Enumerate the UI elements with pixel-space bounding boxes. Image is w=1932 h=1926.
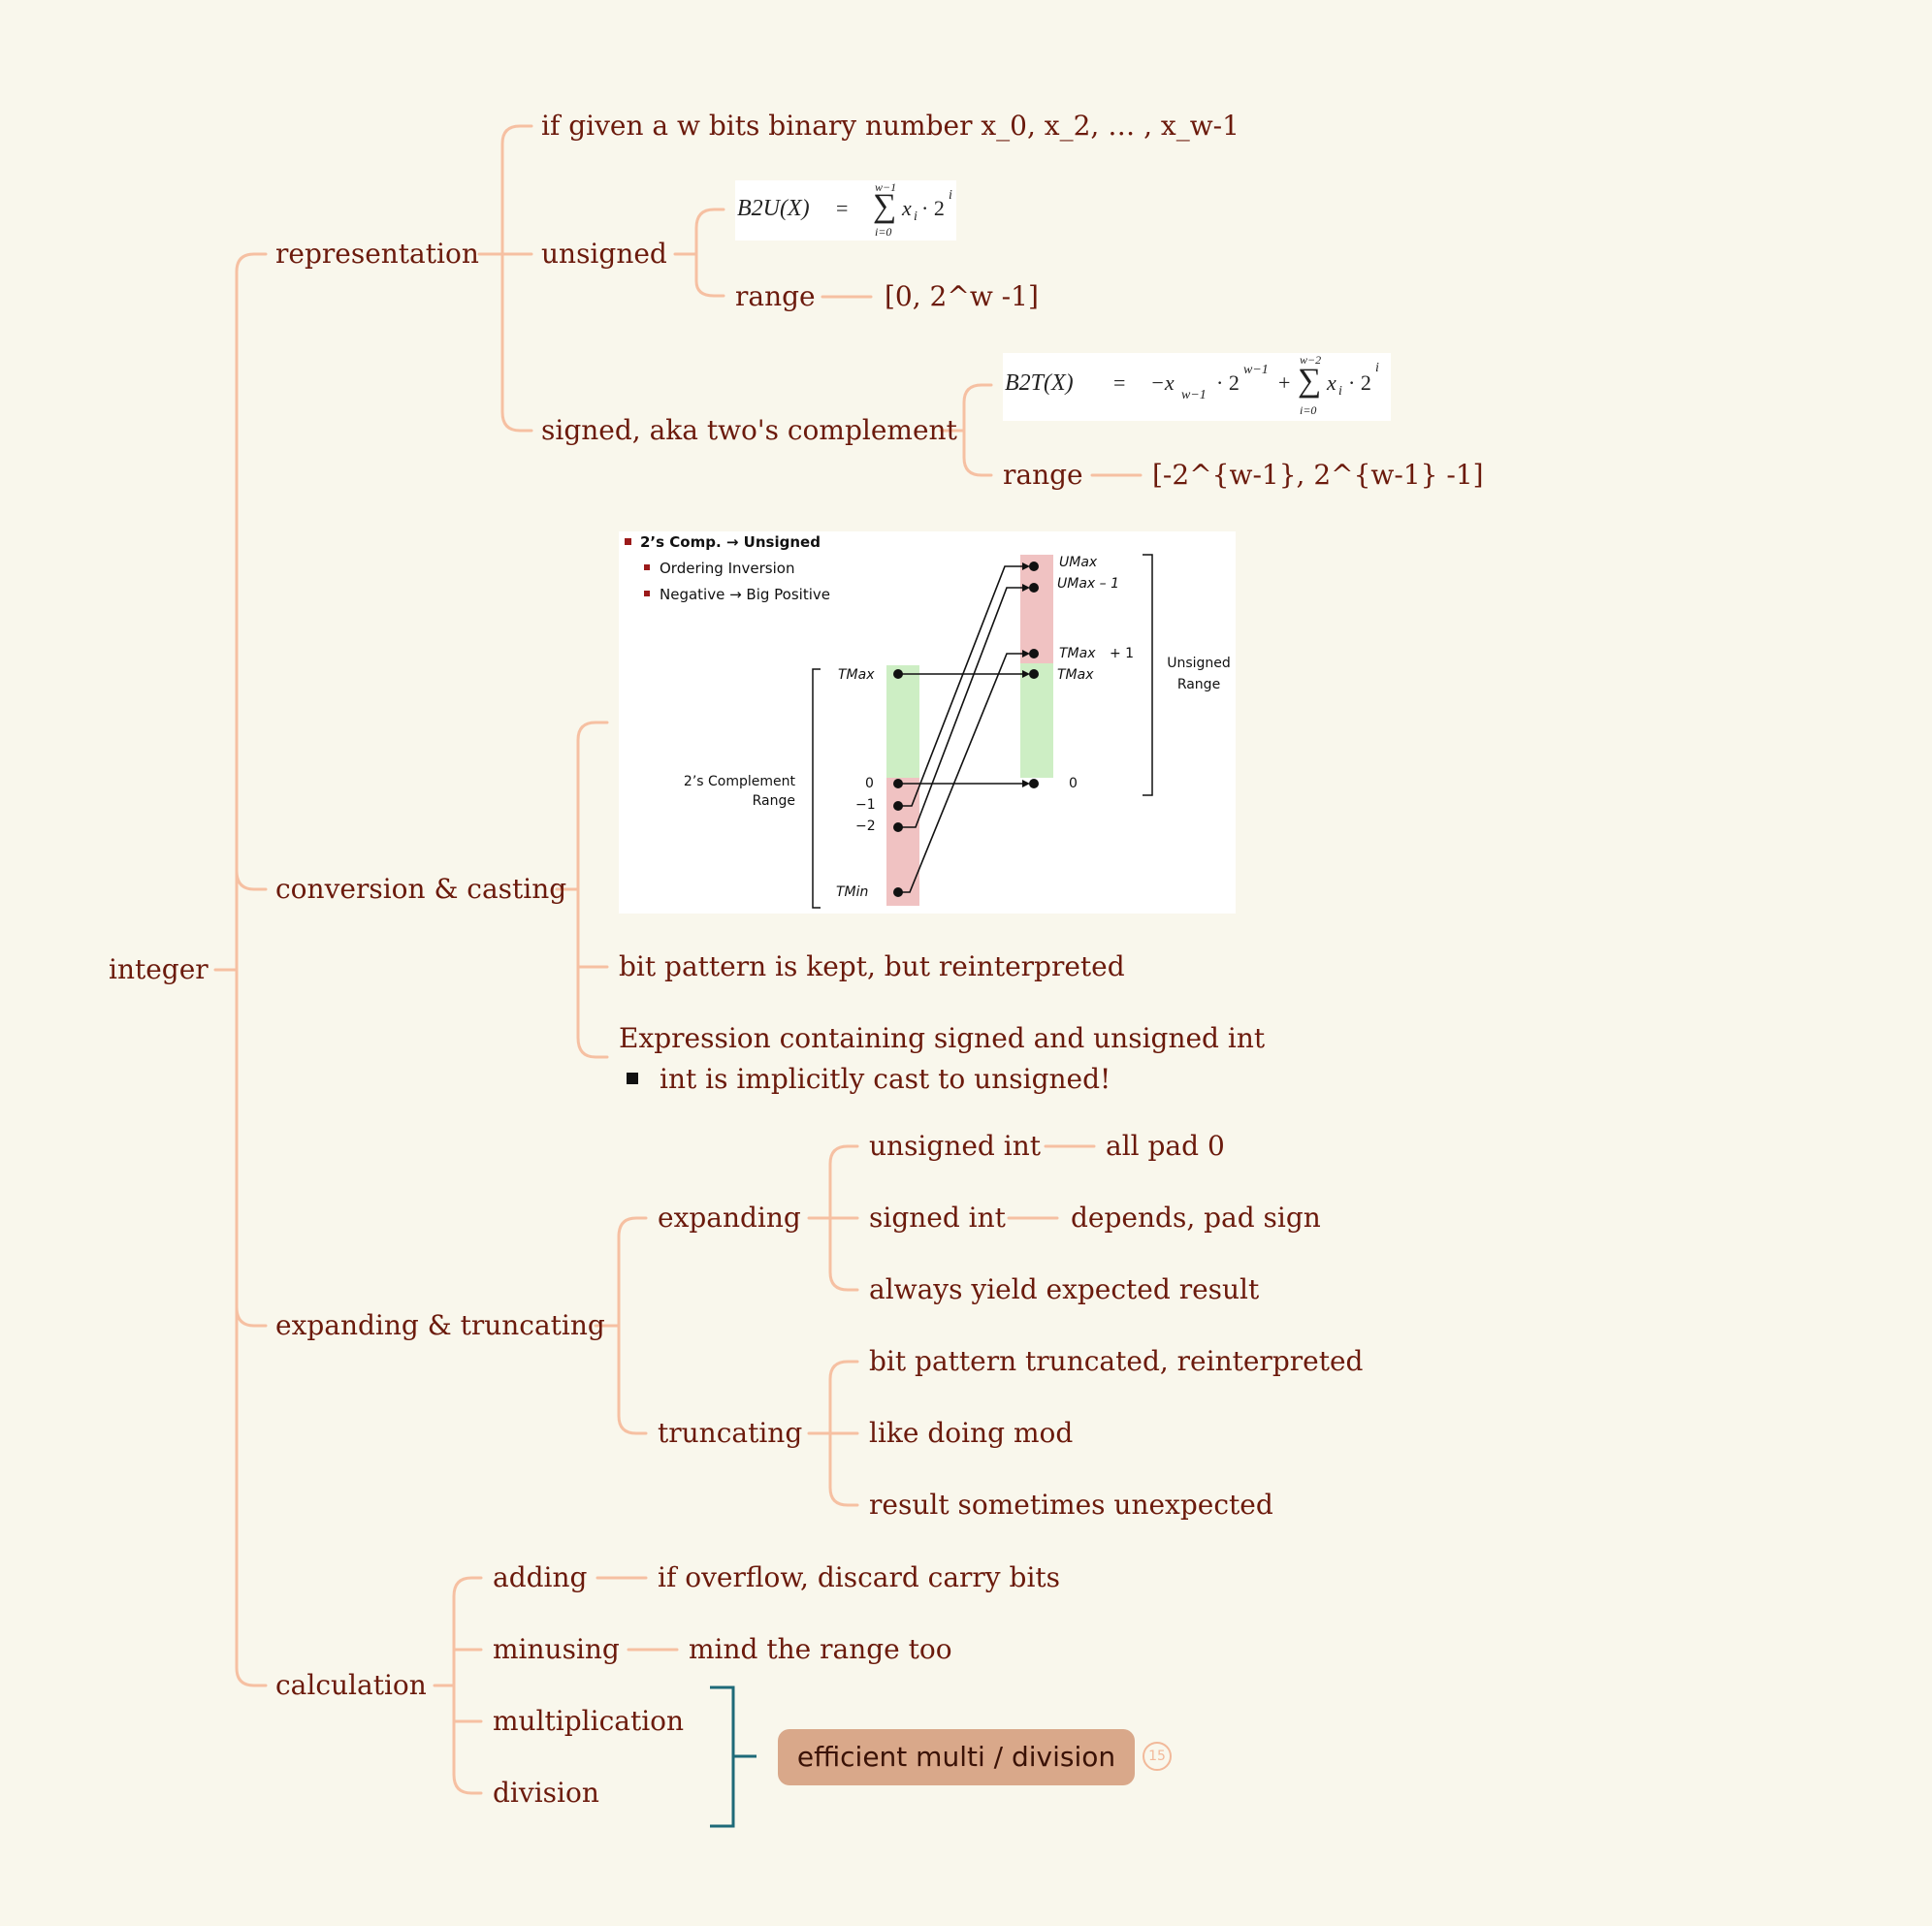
arrow-minus2	[898, 587, 1028, 828]
connector-expanding	[807, 1144, 859, 1292]
node-signed-range[interactable]: range	[1003, 459, 1083, 491]
connector-root	[213, 252, 268, 1687]
node-implicit: int is implicitly cast to unsigned!	[619, 1062, 1111, 1097]
label-zero-left: 0	[865, 776, 874, 791]
node-all-pad-0[interactable]: all pad 0	[1106, 1130, 1225, 1162]
figure-heading: 2’s Comp. → Unsigned	[640, 533, 821, 551]
node-expanding[interactable]: expanding	[658, 1202, 801, 1234]
node-signed-int[interactable]: signed int	[869, 1202, 1006, 1234]
node-expanding-truncating[interactable]: expanding & truncating	[275, 1309, 605, 1341]
collapsed-count-badge[interactable]: 15	[1143, 1742, 1172, 1771]
arrowhead-1	[1022, 562, 1030, 570]
arrow-minus1	[898, 565, 1028, 807]
dot-left-minus1	[893, 801, 903, 811]
left-range-bracket	[812, 668, 821, 909]
connector-unsigned	[673, 208, 725, 298]
conversion-diagram: 2’s Comp. → Unsigned Ordering Inversion …	[619, 531, 1236, 914]
arrowhead-4	[1022, 670, 1030, 678]
node-trunc-item-1[interactable]: bit pattern truncated, reinterpreted	[869, 1345, 1364, 1377]
dot-right-umax-1	[1029, 583, 1039, 593]
connector-signed	[939, 383, 993, 477]
node-unsigned-range[interactable]: range	[735, 280, 816, 312]
sub-bullet-2	[644, 591, 650, 596]
dot-right-umax	[1029, 562, 1039, 571]
label-umax-1: UMax – 1	[1057, 576, 1119, 592]
right-red	[1020, 555, 1053, 663]
node-division[interactable]: division	[493, 1777, 599, 1809]
dot-right-zero	[1029, 779, 1039, 788]
summary-bracket	[710, 1685, 757, 1828]
right-range-bracket	[1143, 554, 1153, 796]
dot-left-tmax	[893, 669, 903, 679]
root-node[interactable]: integer	[109, 953, 209, 985]
arrowhead-5	[1022, 780, 1030, 787]
label-tmax-plus: TMax	[1059, 646, 1096, 661]
label-tmin: TMin	[836, 884, 868, 900]
node-calculation[interactable]: calculation	[275, 1669, 427, 1701]
node-signed-range-value[interactable]: [-2^{w-1}, 2^{w-1} -1]	[1152, 459, 1484, 491]
dot-left-tmin	[893, 887, 903, 897]
sub-bullet-1	[644, 564, 650, 570]
heading-bullet	[625, 538, 631, 545]
node-kept[interactable]: bit pattern is kept, but reinterpreted	[619, 950, 1125, 982]
node-trunc-item-2[interactable]: like doing mod	[869, 1417, 1074, 1449]
figure-bullet-2: Negative → Big Positive	[660, 586, 830, 603]
dot-right-tmax	[1029, 669, 1039, 679]
label-plus-one: + 1	[1110, 646, 1134, 661]
label-minus1: −1	[855, 797, 876, 813]
connector-representation	[477, 124, 533, 433]
node-pad-sign[interactable]: depends, pad sign	[1071, 1202, 1321, 1234]
summary-node[interactable]: efficient multi / division	[778, 1729, 1135, 1785]
label-tmax-left: TMax	[838, 667, 875, 683]
dot-left-minus2	[893, 822, 903, 832]
left-green	[886, 665, 919, 778]
dot-right-tmax-plus	[1029, 649, 1039, 658]
label-minus2: −2	[855, 819, 876, 834]
connector-conversion	[555, 721, 609, 1059]
label-umax: UMax	[1059, 555, 1098, 570]
left-range-label-2: Range	[753, 793, 795, 809]
dot-left-zero	[893, 779, 903, 788]
b2u-formula: B2U(X) = w−1 ∑ i=0 x i · 2 i	[735, 180, 956, 241]
right-range-label-1: Unsigned	[1167, 656, 1231, 671]
node-signed[interactable]: signed, aka two's complement	[541, 414, 957, 446]
square-bullet-icon	[627, 1073, 638, 1084]
label-zero-right: 0	[1069, 776, 1078, 791]
node-trunc-item-3[interactable]: result sometimes unexpected	[869, 1489, 1273, 1521]
node-truncating[interactable]: truncating	[658, 1417, 803, 1449]
connector-calculation	[433, 1576, 483, 1795]
arrow-tmin	[898, 653, 1028, 893]
right-green	[1020, 663, 1053, 778]
node-unsigned-range-value[interactable]: [0, 2^w -1]	[885, 280, 1039, 312]
node-always[interactable]: always yield expected result	[869, 1273, 1260, 1305]
arrowhead-2	[1022, 584, 1030, 592]
node-given[interactable]: if given a w bits binary number x_0, x_2…	[541, 110, 1240, 142]
node-adding[interactable]: adding	[493, 1561, 588, 1593]
right-range-label-2: Range	[1177, 677, 1220, 692]
node-multiplication[interactable]: multiplication	[493, 1705, 685, 1737]
node-adding-detail[interactable]: if overflow, discard carry bits	[658, 1561, 1061, 1593]
connector-truncating	[807, 1360, 859, 1507]
label-tmax-right: TMax	[1057, 667, 1094, 683]
b2t-formula: B2T(X) = −x w−1 · 2 w−1 + w−2 ∑ i=0 x i …	[1003, 353, 1391, 421]
arrowhead-3	[1022, 650, 1030, 658]
node-unsigned-int[interactable]: unsigned int	[869, 1130, 1041, 1162]
left-range-label-1: 2’s Complement	[684, 774, 796, 789]
implicit-text: int is implicitly cast to unsigned!	[660, 1063, 1111, 1095]
node-expression[interactable]: Expression containing signed and unsigne…	[619, 1022, 1266, 1054]
node-minusing[interactable]: minusing	[493, 1633, 620, 1665]
node-minusing-detail[interactable]: mind the range too	[689, 1633, 952, 1665]
figure-bullet-1: Ordering Inversion	[660, 560, 794, 577]
node-unsigned[interactable]: unsigned	[541, 238, 667, 270]
connector-exp-trunc	[594, 1216, 648, 1435]
node-conversion[interactable]: conversion & casting	[275, 873, 567, 905]
node-representation[interactable]: representation	[275, 238, 479, 270]
